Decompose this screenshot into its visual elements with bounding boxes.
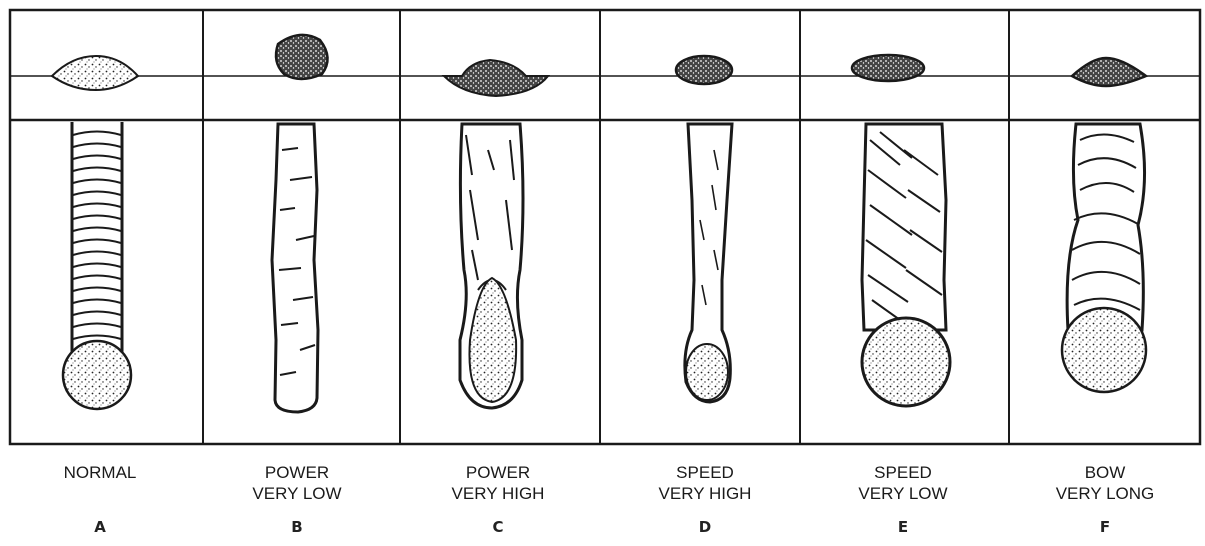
caption-b-line2: VERY LOW bbox=[197, 483, 397, 504]
caption-c-line1: POWER bbox=[398, 462, 598, 483]
caption-a: NORMAL bbox=[0, 462, 200, 483]
crater-e bbox=[862, 318, 950, 406]
caption-f-line1: BOW bbox=[1005, 462, 1205, 483]
caption-e: SPEED VERY LOW bbox=[803, 462, 1003, 504]
bead-cross-section-a bbox=[52, 56, 138, 90]
panel-d-bead bbox=[676, 56, 732, 402]
caption-d: SPEED VERY HIGH bbox=[605, 462, 805, 504]
panel-b-bead bbox=[272, 35, 328, 412]
bead-cross-section-d bbox=[676, 56, 732, 84]
bead-cross-section-b bbox=[276, 35, 328, 79]
caption-b: POWER VERY LOW bbox=[197, 462, 397, 504]
panel-letter-c: C bbox=[398, 518, 598, 536]
bead-cross-section-f bbox=[1072, 58, 1146, 86]
panel-letter-a: A bbox=[0, 518, 200, 536]
panel-letter-b: B bbox=[197, 518, 397, 536]
panel-c-bead bbox=[444, 60, 548, 408]
panel-grid bbox=[10, 10, 1200, 444]
crater-a bbox=[63, 341, 131, 409]
crater-d bbox=[686, 344, 728, 400]
panel-letter-f: F bbox=[1005, 518, 1205, 536]
crater-f bbox=[1062, 308, 1146, 392]
caption-f-line2: VERY LONG bbox=[1005, 483, 1205, 504]
panel-e-bead bbox=[852, 55, 950, 406]
caption-b-line1: POWER bbox=[197, 462, 397, 483]
bead-cross-section-e bbox=[852, 55, 924, 81]
caption-d-line2: VERY HIGH bbox=[605, 483, 805, 504]
caption-c-line2: VERY HIGH bbox=[398, 483, 598, 504]
panel-a-bead bbox=[52, 56, 138, 409]
caption-d-line1: SPEED bbox=[605, 462, 805, 483]
caption-e-line2: VERY LOW bbox=[803, 483, 1003, 504]
panel-letter-e: E bbox=[803, 518, 1003, 536]
caption-e-line1: SPEED bbox=[803, 462, 1003, 483]
caption-c: POWER VERY HIGH bbox=[398, 462, 598, 504]
bead-cross-section-c bbox=[444, 60, 548, 96]
caption-a-line1: NORMAL bbox=[0, 462, 200, 483]
panel-f-bead bbox=[1062, 58, 1146, 392]
panel-letter-d: D bbox=[605, 518, 805, 536]
caption-f: BOW VERY LONG bbox=[1005, 462, 1205, 504]
